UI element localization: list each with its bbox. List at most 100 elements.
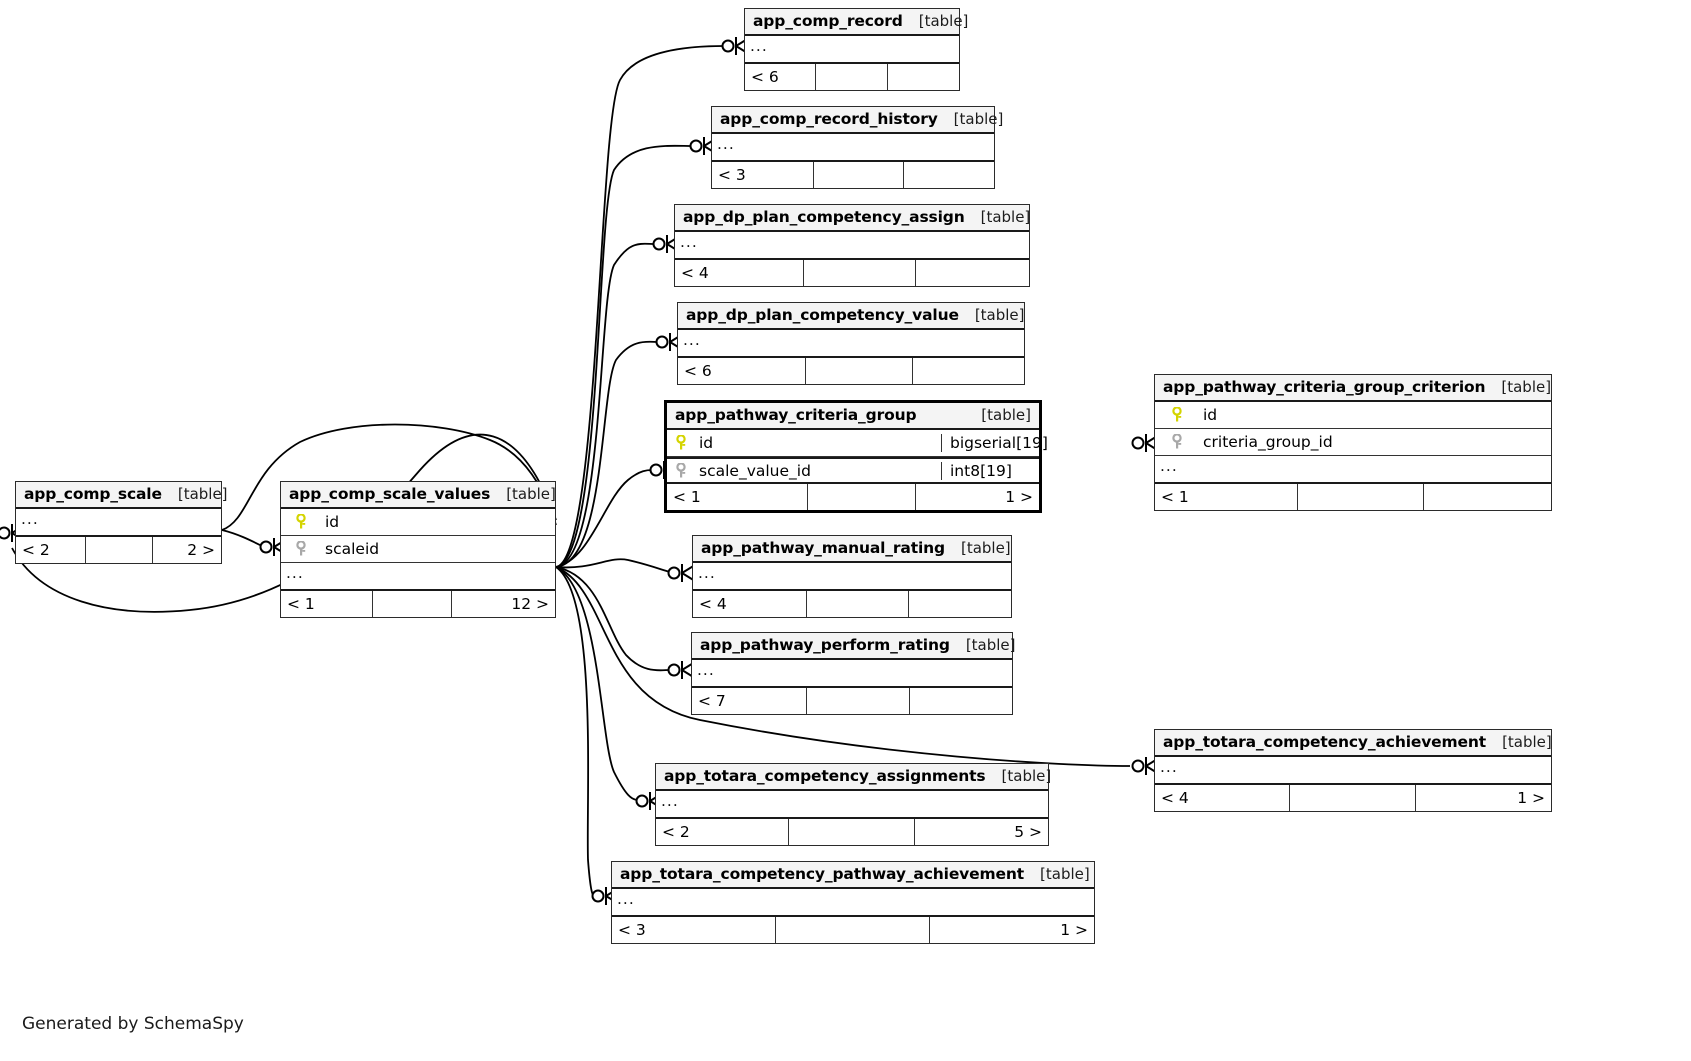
table-footer: < 4 xyxy=(693,591,1011,617)
footer-middle xyxy=(816,64,888,90)
footer-outgoing-count: 1 > xyxy=(1005,488,1033,506)
footer-incoming-count: < 1 xyxy=(281,591,373,617)
table-title: app_totara_competency_pathway_achievemen… xyxy=(620,865,1025,883)
footer-middle xyxy=(1298,484,1425,510)
table-title: app_pathway_perform_rating xyxy=(700,636,950,654)
table-title: app_comp_record_history xyxy=(720,110,938,128)
footer-incoming-count: < 3 xyxy=(712,162,814,188)
table-node-app-totara-competency-pathway-achievement[interactable]: app_totara_competency_pathway_achievemen… xyxy=(611,861,1095,944)
column-name: id xyxy=(325,513,340,531)
footer-outgoing-count xyxy=(888,64,959,90)
table-node-app-pathway-criteria-group-criterion[interactable]: app_pathway_criteria_group_criterion [ta… xyxy=(1154,374,1552,511)
table-header: app_pathway_criteria_group [table] xyxy=(667,403,1039,430)
table-title: app_dp_plan_competency_value xyxy=(686,306,959,324)
column-row-id[interactable]: id xyxy=(1155,402,1551,429)
column-name: scale_value_id xyxy=(699,461,811,480)
columns-collapsed-row[interactable]: ... xyxy=(612,889,1094,917)
column-name: id xyxy=(699,434,714,452)
table-title: app_comp_scale xyxy=(24,485,162,503)
table-node-app-pathway-perform-rating[interactable]: app_pathway_perform_rating [table] ... <… xyxy=(691,632,1016,715)
table-kind-label: [table] xyxy=(1501,378,1552,396)
columns-collapsed-row[interactable]: ... xyxy=(712,134,994,162)
table-title: app_totara_competency_assignments xyxy=(664,767,986,785)
table-header: app_pathway_criteria_group_criterion [ta… xyxy=(1155,375,1551,402)
columns-collapsed-row[interactable]: ... xyxy=(675,232,1029,260)
footer-middle xyxy=(806,358,914,384)
footer-outgoing-count: 1 > xyxy=(1517,789,1545,807)
table-node-app-comp-record-history[interactable]: app_comp_record_history [table] ... < 3 xyxy=(711,106,1003,189)
column-row-id[interactable]: id xyxy=(281,509,555,536)
column-name: criteria_group_id xyxy=(1203,433,1333,451)
columns-collapsed-row[interactable]: ... xyxy=(678,330,1024,358)
footer-outgoing-count xyxy=(1424,484,1551,510)
table-node-app-comp-record[interactable]: app_comp_record [table] ... < 6 xyxy=(744,8,968,91)
primary-key-icon xyxy=(281,514,323,530)
table-footer: < 7 xyxy=(692,688,1012,714)
table-header: app_totara_competency_assignments [table… xyxy=(656,764,1051,791)
table-footer: < 1 1 > xyxy=(667,484,1039,510)
table-header: app_comp_scale [table] xyxy=(16,482,228,509)
columns-collapsed-row[interactable]: ... xyxy=(693,563,1011,591)
footer-outgoing-count xyxy=(910,688,1012,714)
footer-incoming-count: < 4 xyxy=(693,591,808,617)
column-type: int8[19] xyxy=(941,461,1039,480)
columns-collapsed-row[interactable]: ... xyxy=(745,36,959,64)
columns-collapsed-row[interactable]: ... xyxy=(1155,757,1551,785)
table-title: app_totara_competency_achievement xyxy=(1163,733,1487,751)
generator-credit: Generated by SchemaSpy xyxy=(22,1014,244,1034)
table-kind-label: [table] xyxy=(965,636,1016,654)
footer-middle xyxy=(814,162,904,188)
table-node-app-comp-scale-values[interactable]: app_comp_scale_values [table] id xyxy=(280,481,556,618)
table-title: app_pathway_criteria_group_criterion xyxy=(1163,378,1486,396)
column-row-scale-value-id[interactable]: scale_value_id int8[19] xyxy=(667,457,1039,484)
footer-incoming-count: < 2 xyxy=(656,819,790,845)
table-node-app-comp-scale[interactable]: app_comp_scale [table] ... < 2 2 > xyxy=(15,481,228,564)
table-header: app_dp_plan_competency_assign [table] xyxy=(675,205,1031,232)
columns-collapsed-row[interactable]: ... xyxy=(281,563,555,591)
footer-outgoing-count: 2 > xyxy=(187,541,215,559)
table-header: app_comp_record [table] xyxy=(745,9,968,36)
column-row-id[interactable]: id bigserial[19] xyxy=(667,430,1048,457)
table-footer: < 3 1 > xyxy=(612,917,1094,943)
footer-incoming-count: < 7 xyxy=(692,688,808,714)
foreign-key-icon xyxy=(281,541,323,557)
table-header: app_pathway_perform_rating [table] xyxy=(692,633,1016,660)
columns-collapsed-row[interactable]: ... xyxy=(692,660,1012,688)
footer-incoming-count: < 1 xyxy=(1155,484,1298,510)
footer-incoming-count: < 3 xyxy=(612,917,776,943)
columns-collapsed-row[interactable]: ... xyxy=(16,509,221,537)
table-node-app-totara-competency-achievement[interactable]: app_totara_competency_achievement [table… xyxy=(1154,729,1552,812)
table-node-app-dp-plan-competency-assign[interactable]: app_dp_plan_competency_assign [table] ..… xyxy=(674,204,1030,287)
primary-key-icon xyxy=(1155,407,1201,423)
columns-collapsed-row[interactable]: ... xyxy=(1155,456,1551,484)
column-row-criteria-group-id[interactable]: criteria_group_id xyxy=(1155,429,1551,456)
table-title: app_pathway_criteria_group xyxy=(675,406,917,424)
table-header: app_pathway_manual_rating [table] xyxy=(693,536,1011,563)
footer-middle xyxy=(86,537,154,563)
footer-outgoing-count: 5 > xyxy=(1014,823,1042,841)
table-header: app_comp_record_history [table] xyxy=(712,107,1003,134)
table-title: app_comp_record xyxy=(753,12,903,30)
table-title: app_pathway_manual_rating xyxy=(701,539,945,557)
footer-incoming-count: < 6 xyxy=(678,358,807,384)
columns-collapsed-row[interactable]: ... xyxy=(656,791,1048,819)
table-footer: < 4 xyxy=(675,260,1029,286)
table-node-app-dp-plan-competency-value[interactable]: app_dp_plan_competency_value [table] ...… xyxy=(677,302,1025,385)
footer-incoming-count: < 4 xyxy=(1155,785,1290,811)
footer-incoming-count: < 4 xyxy=(675,260,805,286)
column-row-scaleid[interactable]: scaleid xyxy=(281,536,555,563)
footer-incoming-count: < 2 xyxy=(16,537,86,563)
table-footer: < 3 xyxy=(712,162,994,188)
footer-middle xyxy=(776,917,931,943)
table-kind-label: [table] xyxy=(960,539,1011,557)
table-footer: < 6 xyxy=(745,64,959,90)
table-node-app-totara-competency-assignments[interactable]: app_totara_competency_assignments [table… xyxy=(655,763,1051,846)
table-kind-label: [table] xyxy=(980,208,1031,226)
table-kind-label: [table] xyxy=(974,306,1025,324)
table-node-app-pathway-criteria-group[interactable]: app_pathway_criteria_group [table] id bi… xyxy=(664,400,1048,513)
table-kind-label: [table] xyxy=(981,406,1031,424)
footer-outgoing-count xyxy=(913,358,1024,384)
table-node-app-pathway-manual-rating[interactable]: app_pathway_manual_rating [table] ... < … xyxy=(692,535,1012,618)
table-kind-label: [table] xyxy=(953,110,1004,128)
